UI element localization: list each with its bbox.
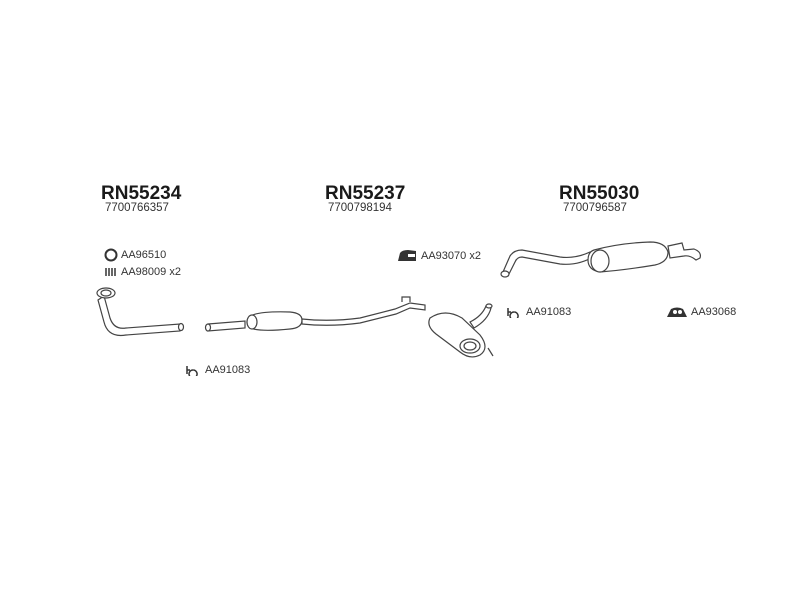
clamp-icon: [507, 308, 519, 318]
accessory-mount-label: AA93068: [691, 306, 737, 318]
oem-number-front-pipe: 7700766357: [105, 202, 169, 214]
part-code-middle-silencer: RN55237: [325, 183, 406, 204]
rubber-mount-icon: [667, 307, 687, 317]
oem-number-rear-silencer: 7700796587: [563, 202, 627, 214]
front-pipe-drawing: [96, 287, 185, 337]
accessory-ring: AA96510: [104, 248, 166, 262]
part-code-rear-silencer: RN55030: [559, 183, 640, 204]
oem-number-middle-silencer: 7700798194: [328, 202, 392, 214]
accessory-clamp-right-label: AA91083: [526, 306, 572, 318]
accessory-clamp-right: AA91083: [505, 306, 571, 318]
accessory-ring-label: AA96510: [121, 249, 167, 261]
spring-icon: [105, 268, 116, 276]
accessory-hanger-label: AA93070 x2: [421, 250, 481, 262]
accessory-hanger: AA93070 x2: [396, 249, 481, 263]
accessory-mount: AA93068: [666, 306, 736, 318]
ring-icon: [104, 248, 118, 262]
accessory-clamp-left-label: AA91083: [205, 364, 251, 376]
rubber-hanger-icon: [398, 250, 416, 261]
rear-silencer-drawing: [500, 241, 701, 278]
clamp-icon: [186, 366, 198, 376]
accessory-spring: AA98009 x2: [104, 266, 181, 278]
part-code-front-pipe: RN55234: [101, 183, 182, 204]
accessory-spring-label: AA98009 x2: [121, 266, 181, 278]
accessory-clamp-left: AA91083: [184, 364, 250, 376]
middle-silencer-drawing: [204, 296, 494, 358]
